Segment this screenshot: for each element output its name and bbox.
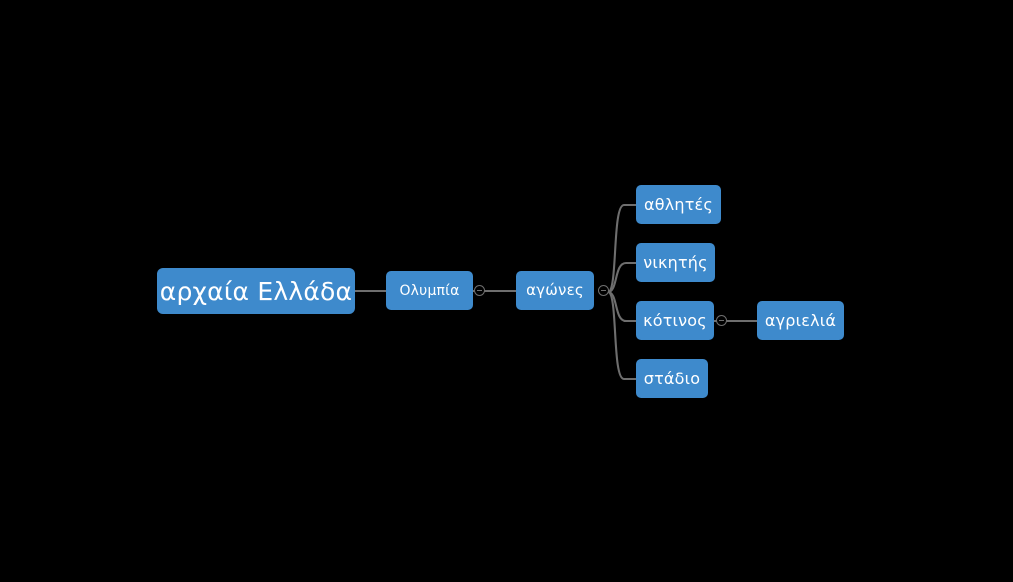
edge-3 — [606, 261, 638, 294]
node-kotinos[interactable]: κότινος — [636, 301, 714, 340]
collapse-toggle-icon-agones[interactable] — [598, 285, 609, 296]
edge-4 — [606, 290, 638, 323]
node-athlites[interactable]: αθλητές — [636, 185, 721, 224]
edge-2 — [606, 203, 638, 294]
node-agrielia[interactable]: αγριελιά — [757, 301, 844, 340]
edge-5 — [606, 290, 638, 381]
node-stadio[interactable]: στάδιο — [636, 359, 708, 398]
collapse-toggle-icon-kotinos[interactable] — [716, 315, 727, 326]
node-olympia[interactable]: Ολυμπία — [386, 271, 473, 310]
node-agones[interactable]: αγώνες — [516, 271, 594, 310]
collapse-toggle-icon-olympia[interactable] — [474, 285, 485, 296]
node-root[interactable]: αρχαία Ελλάδα — [157, 268, 355, 314]
node-nikitis[interactable]: νικητής — [636, 243, 715, 282]
